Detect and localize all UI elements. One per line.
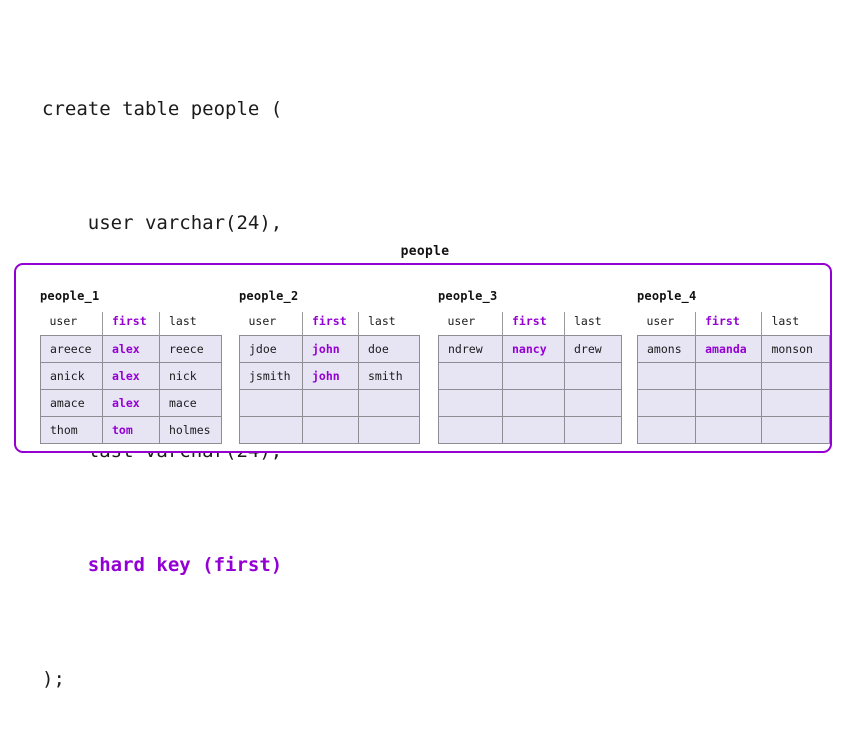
cell-last [761,362,830,390]
cell-last [358,416,420,444]
cell-last [564,416,622,444]
sql-line-5: ); [42,668,65,690]
table-row: anick alex nick [40,362,222,390]
cell-first [502,416,565,444]
cell-user: jdoe [239,335,303,363]
shard-label: people_2 [239,289,299,303]
cell-user [239,416,303,444]
table-row: thom tom holmes [40,416,222,444]
cell-first: alex [102,389,160,417]
table-row-empty [438,362,622,390]
cell-user: jsmith [239,362,303,390]
column-header-first: first [695,312,763,336]
cell-user: anick [40,362,103,390]
shard-people-4: people_4 user first last amons amanda mo… [636,289,830,444]
column-header-first: first [102,312,160,336]
shard-people-2: people_2 user first last jdoe john doe [239,289,438,444]
cell-last: nick [159,362,222,390]
cell-last: smith [358,362,420,390]
shard-table: user first last ndrew nancy drew [438,312,622,444]
column-header-last: last [564,312,622,336]
cell-user [636,389,697,417]
column-header-user: user [438,312,503,336]
column-header-last: last [159,312,222,336]
cell-first: tom [102,416,160,444]
cell-user [438,362,503,390]
cell-first: john [302,335,359,363]
column-header-first: first [302,312,359,336]
cell-user: amons [636,335,697,363]
shard-table: user first last areece alex reece anick … [40,312,222,444]
table-row: areece alex reece [40,335,222,363]
cell-first: john [302,362,359,390]
shard-people-1: people_1 user first last areece alex ree… [40,289,239,444]
table-header-row: user first last [239,312,420,336]
cell-user: areece [40,335,103,363]
cell-first [302,416,359,444]
table-row-empty [636,389,830,417]
cell-first: alex [102,335,160,363]
table-row: jsmith john smith [239,362,420,390]
table-row-empty [239,416,420,444]
table-header-row: user first last [637,312,830,336]
shard-label: people_1 [40,289,100,303]
sql-line-1: user varchar(24), [42,212,283,234]
table-row: amons amanda monson [636,335,830,363]
cell-last [564,389,622,417]
shard-label: people_3 [438,289,498,303]
cell-first [502,362,565,390]
table-row-empty [636,362,830,390]
column-header-last: last [761,312,830,336]
shard-list: people_1 user first last areece alex ree… [16,265,830,444]
cell-last: mace [159,389,222,417]
table-row: jdoe john doe [239,335,420,363]
table-row-empty [636,416,830,444]
cell-user [438,389,503,417]
cell-user [636,416,697,444]
cell-last [358,389,420,417]
column-header-user: user [239,312,303,336]
cell-first: alex [102,362,160,390]
cell-last [564,362,622,390]
cell-first [502,389,565,417]
cell-user: thom [40,416,103,444]
cell-last: doe [358,335,420,363]
shard-label: people_4 [637,289,697,303]
cell-first: nancy [502,335,565,363]
shard-container: people_1 user first last areece alex ree… [14,263,832,453]
shard-people-3: people_3 user first last ndrew nancy dre… [438,289,637,444]
sql-line-0: create table people ( [42,98,283,120]
cell-last: holmes [159,416,222,444]
cell-first: amanda [695,335,763,363]
cell-user [239,389,303,417]
column-header-user: user [637,312,697,336]
table-row: ndrew nancy drew [438,335,622,363]
cell-user: amace [40,389,103,417]
column-header-last: last [358,312,420,336]
table-row-empty [239,389,420,417]
cell-last: monson [761,335,830,363]
cell-user [636,362,697,390]
cell-last: reece [159,335,222,363]
cell-first [695,416,763,444]
sql-line-shard-key: shard key (first) [42,554,283,576]
cell-first [695,389,763,417]
table-header-row: user first last [438,312,622,336]
table-row-empty [438,416,622,444]
table-row-empty [438,389,622,417]
column-header-first: first [502,312,565,336]
table-header-row: user first last [40,312,222,336]
cell-last [761,389,830,417]
cell-last [761,416,830,444]
column-header-user: user [40,312,103,336]
table-row: amace alex mace [40,389,222,417]
cell-first [302,389,359,417]
diagram-title: people [400,244,450,259]
shard-table: user first last amons amanda monson [636,312,830,444]
cell-first [695,362,763,390]
cell-user: ndrew [438,335,503,363]
cell-user [438,416,503,444]
cell-last: drew [564,335,622,363]
shard-table: user first last jdoe john doe jsmith joh… [239,312,420,444]
